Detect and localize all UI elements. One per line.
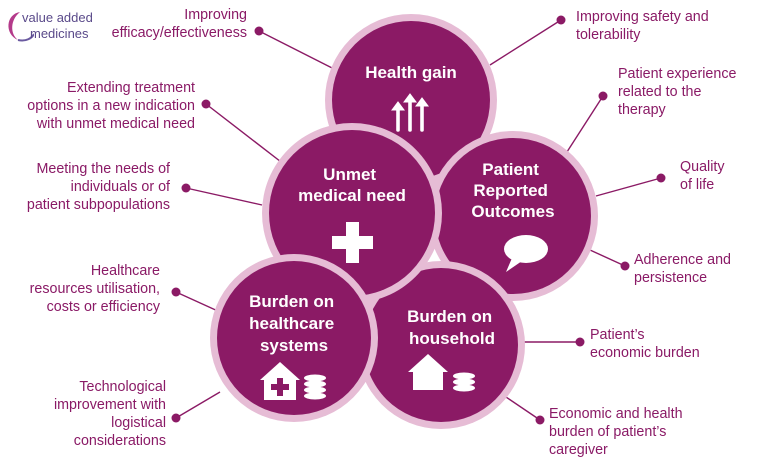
speech-bubble-icon bbox=[504, 235, 548, 272]
connector-lines bbox=[175, 19, 662, 421]
coin-stack-icon bbox=[304, 374, 326, 400]
burden-systems-title: Burden on healthcare systems bbox=[249, 292, 339, 355]
burden-household-title: Burden on household bbox=[407, 307, 497, 348]
logo-swoosh-icon bbox=[8, 12, 34, 42]
logo-line-2: medicines bbox=[30, 26, 89, 41]
logo: value added medicines bbox=[4, 6, 104, 46]
logo-line-1: value added bbox=[22, 10, 93, 25]
circle-patient-reported-outcomes: Patient Reported Outcomes bbox=[428, 131, 598, 301]
circle-burden-household: Burden on household bbox=[357, 261, 525, 429]
connector-dots bbox=[171, 15, 666, 425]
coin-stack-icon bbox=[453, 372, 475, 392]
unmet-need-title: Unmet medical need bbox=[298, 165, 406, 205]
plus-icon bbox=[332, 222, 373, 263]
up-arrows-icon bbox=[391, 93, 429, 132]
hospital-icon bbox=[260, 362, 300, 400]
circle-burden-healthcare-systems: Burden on healthcare systems bbox=[210, 254, 378, 422]
pro-title: Patient Reported Outcomes bbox=[471, 160, 554, 221]
house-icon bbox=[408, 354, 448, 390]
health-gain-title: Health gain bbox=[365, 63, 457, 82]
